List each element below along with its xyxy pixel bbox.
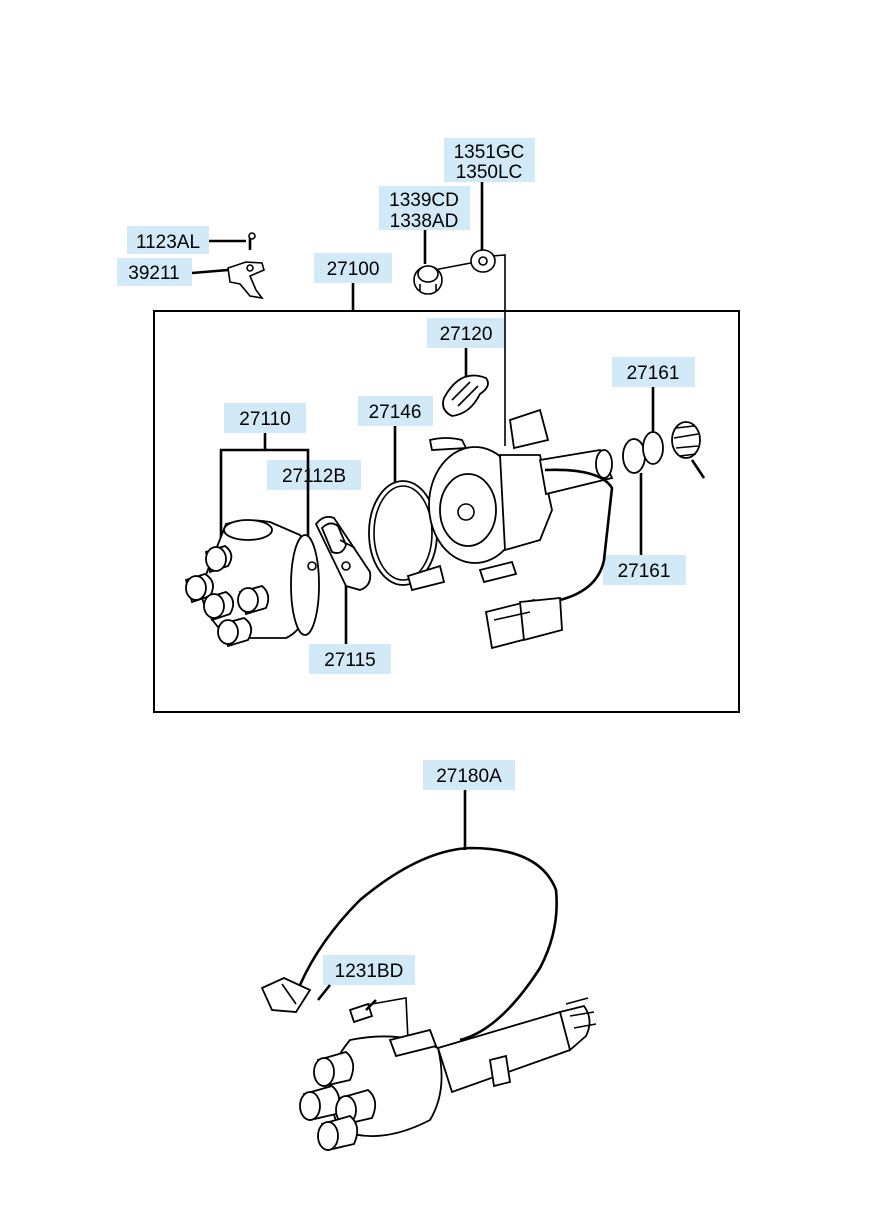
part-number-27112B: 27112B <box>282 466 346 487</box>
nut-1339CD <box>413 265 443 295</box>
label-27161-top[interactable]: 27161 <box>612 357 695 387</box>
part-number-1351GC: 1351GC <box>454 142 525 163</box>
label-27110[interactable]: 27110 <box>224 403 306 433</box>
distributor-cap-27110 <box>184 519 320 648</box>
part-number-27146: 27146 <box>369 402 422 423</box>
bolt-1231BD <box>348 999 377 1024</box>
label-1123AL[interactable]: 1123AL <box>127 226 209 254</box>
washer-1351GC <box>470 249 496 273</box>
assembly-27100-frame <box>153 310 740 713</box>
label-1339CD-1338AD[interactable]: 1339CD 1338AD <box>379 186 470 232</box>
leader-lines <box>191 182 655 1041</box>
label-27115[interactable]: 27115 <box>309 644 391 674</box>
part-number-1123AL: 1123AL <box>136 232 200 253</box>
part-number-27100: 27100 <box>327 259 380 280</box>
cover-27120 <box>442 374 489 417</box>
label-27180A[interactable]: 27180A <box>423 760 515 790</box>
part-number-39211: 39211 <box>128 263 179 284</box>
harness-connector <box>484 597 563 650</box>
o-rings-27161 <box>622 431 664 474</box>
label-1231BD[interactable]: 1231BD <box>323 955 415 985</box>
rotor-27115 <box>314 515 372 591</box>
label-27100[interactable]: 27100 <box>314 253 392 283</box>
label-27146[interactable]: 27146 <box>358 396 433 426</box>
part-number-1231BD: 1231BD <box>335 961 404 982</box>
distributor-housing <box>428 408 614 608</box>
bracket-39211 <box>227 261 265 300</box>
bolt-1123AL <box>248 232 256 250</box>
part-number-27180A: 27180A <box>436 766 502 787</box>
part-number-1339CD: 1339CD <box>389 190 459 211</box>
label-27112B[interactable]: 27112B <box>267 460 361 490</box>
part-number-1350LC: 1350LC <box>456 162 523 183</box>
label-39211[interactable]: 39211 <box>117 258 192 286</box>
part-number-27120: 27120 <box>440 324 493 345</box>
label-27120[interactable]: 27120 <box>427 318 505 348</box>
part-number-27161-top: 27161 <box>627 363 680 384</box>
part-number-27161-bottom: 27161 <box>618 561 671 582</box>
harness-27180A <box>260 846 558 1042</box>
label-27161-bottom[interactable]: 27161 <box>603 555 686 585</box>
part-number-27110: 27110 <box>239 409 290 430</box>
distributor-assembly-bottom <box>299 997 597 1152</box>
part-number-27115: 27115 <box>324 650 375 671</box>
part-number-1338AD: 1338AD <box>390 211 459 232</box>
label-1351GC-1350LC[interactable]: 1351GC 1350LC <box>444 138 535 183</box>
drive-gear <box>671 421 706 479</box>
